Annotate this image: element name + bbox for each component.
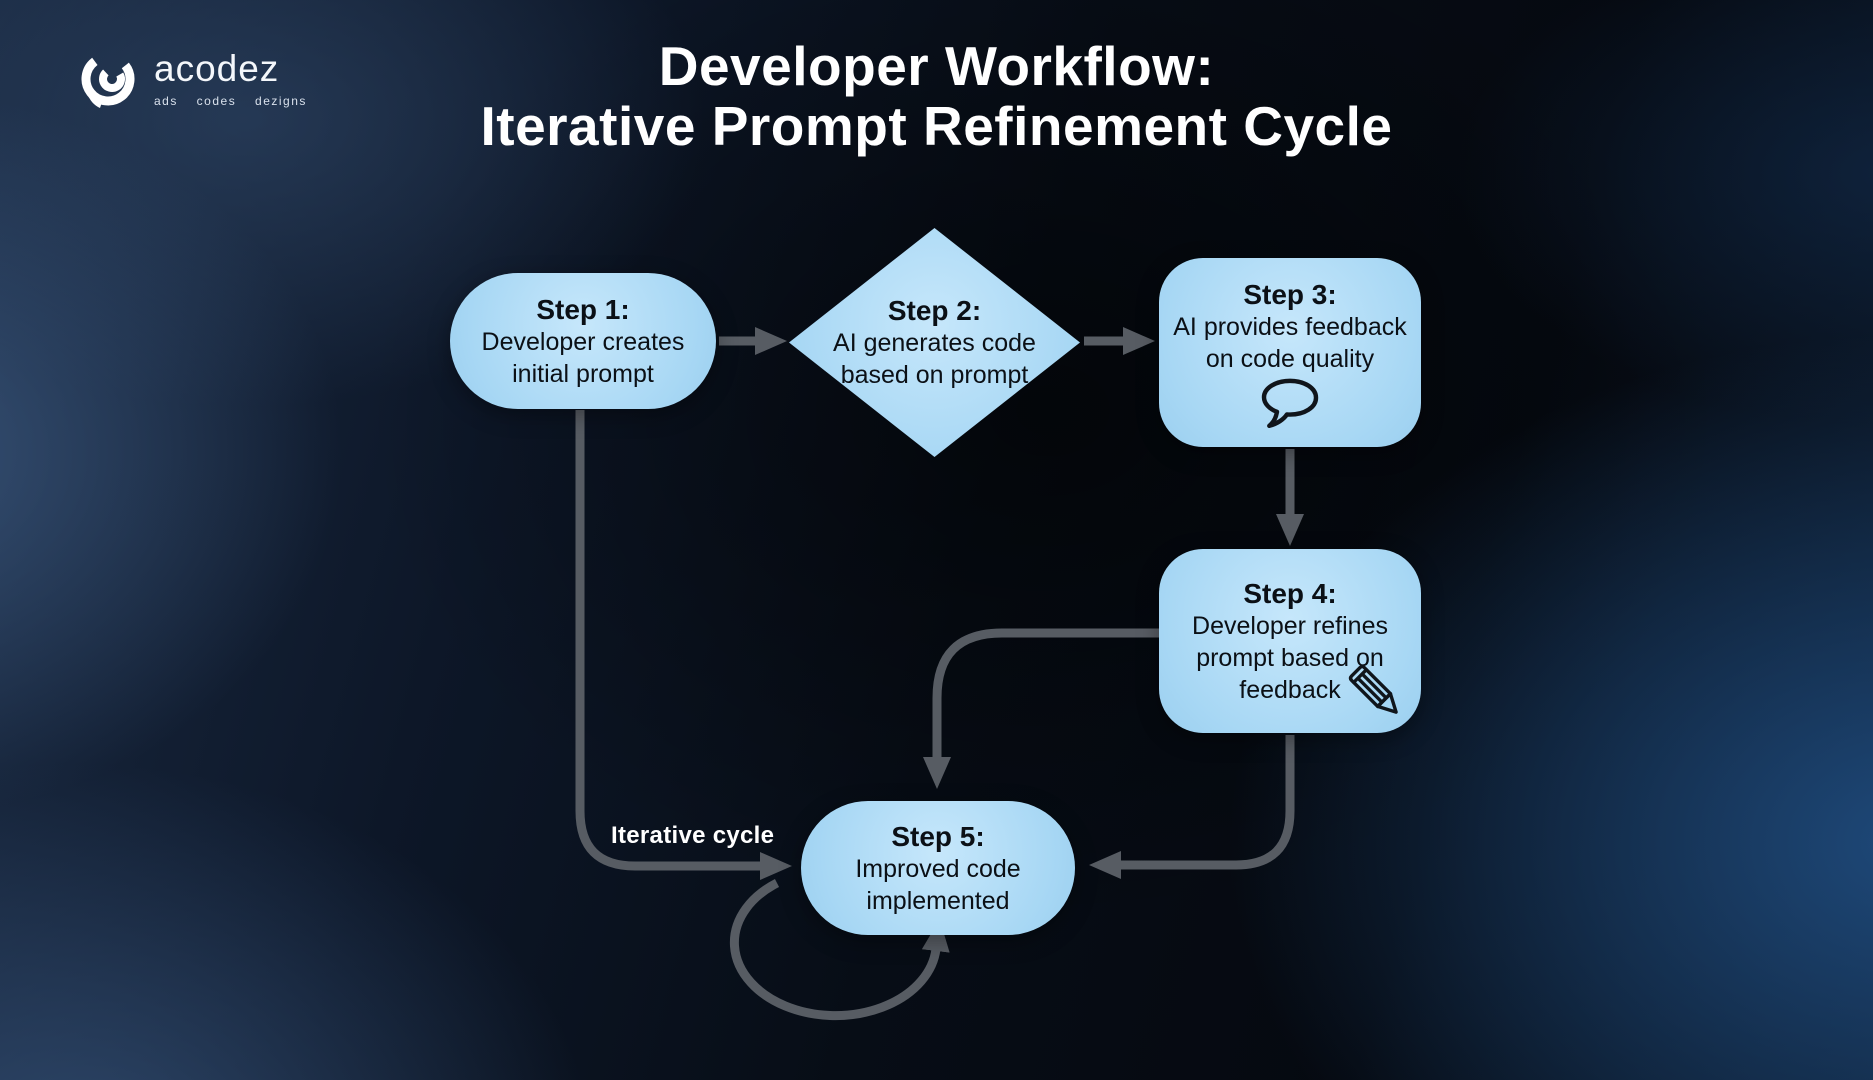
page-title-line2: Iterative Prompt Refinement Cycle — [480, 95, 1393, 157]
iterative-cycle-label: Iterative cycle — [611, 822, 775, 849]
step-5-box: Step 5: Improved code implemented — [801, 801, 1075, 935]
page-title-line1: Developer Workflow: — [658, 35, 1215, 97]
self-loop-arrow-step5 — [729, 878, 950, 1021]
step-2-label: Step 2: — [887, 295, 982, 326]
step-5-text: Improved code implemented — [855, 854, 1021, 915]
step-4-box: Step 4: Developer refines prompt based o… — [1159, 549, 1421, 733]
pencil-icon — [1348, 664, 1398, 714]
step-2-text: AI generates code based on prompt — [833, 329, 1036, 389]
arrow-step4-to-step5-top — [923, 628, 1160, 789]
step-3-text: AI provides feedback on code quality — [1173, 313, 1407, 373]
page-title: Developer Workflow: Iterative Prompt Ref… — [0, 36, 1873, 156]
step-3-box: Step 3: AI provides feedback on code qua… — [1159, 258, 1421, 447]
logo-tagline: ads codes dezigns — [154, 94, 307, 108]
step-1-text: Developer creates initial prompt — [481, 327, 685, 388]
logo: acodez ads codes dezigns — [78, 48, 307, 110]
step-4-text: Developer refines prompt based on feedba… — [1192, 611, 1388, 704]
step-1-box: Step 1: Developer creates initial prompt — [450, 273, 716, 409]
step-4-label: Step 4: — [1243, 577, 1337, 609]
step-1-label: Step 1: — [536, 293, 630, 325]
step-3-label: Step 3: — [1243, 279, 1337, 310]
step-5-label: Step 5: — [891, 820, 985, 852]
logo-text-block: acodez ads codes dezigns — [154, 50, 307, 108]
step-2-box: Step 2: AI generates code based on promp… — [789, 228, 1080, 457]
logo-name: acodez — [154, 48, 280, 89]
step-2-content: Step 2: AI generates code based on promp… — [789, 228, 1080, 457]
arrow-step4-to-step5-right — [1089, 735, 1295, 879]
acodez-logo-icon — [81, 52, 135, 108]
speech-bubble-icon — [1261, 378, 1319, 429]
arrow-step1-to-step5-iterative — [575, 410, 792, 880]
